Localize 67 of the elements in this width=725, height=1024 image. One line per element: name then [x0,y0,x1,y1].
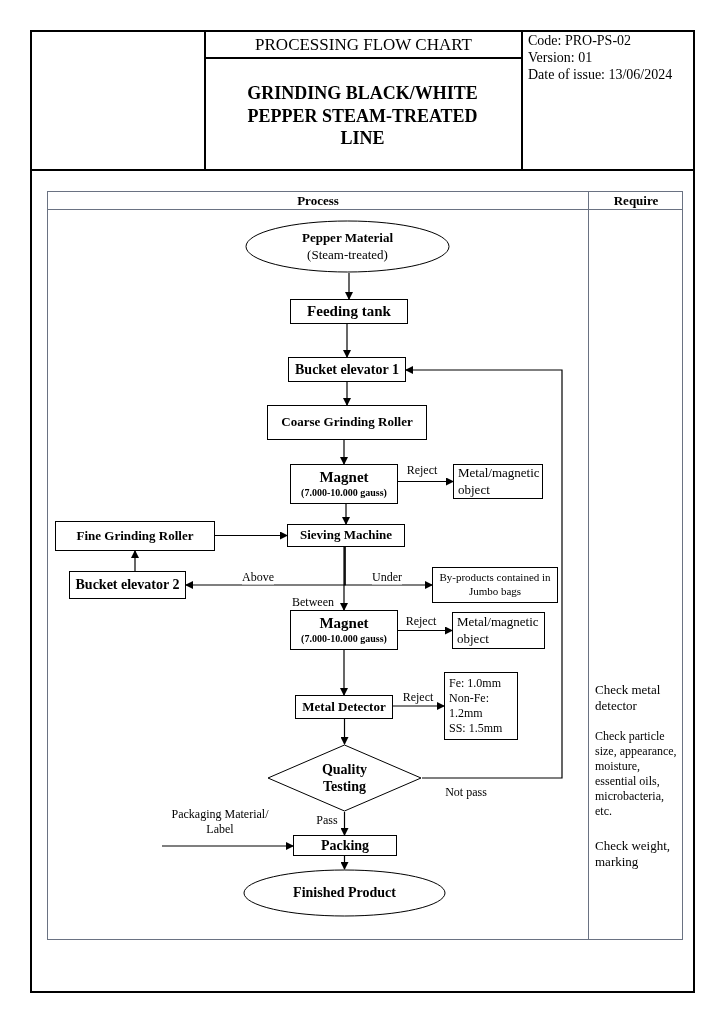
arrow [214,531,288,540]
terminal-ellipse [243,869,446,917]
edge-label: Above [242,569,274,585]
node-label: Sieving Machine [299,527,393,544]
arrow [161,842,294,850]
node-label: Non-Fe: 1.2mm [449,691,490,721]
node-subtitle: (7.000-10.000 gauss) [301,633,387,646]
node-label: Metal/magnetic object [457,614,540,647]
node-label: Pepper Material [301,230,394,247]
node-subtitle: (7.000-10.000 gauss) [301,487,387,500]
process-box [432,567,558,603]
process-box [287,524,405,547]
arrow [340,855,349,870]
process-box [69,571,186,599]
process-box [290,299,408,324]
node-label: By-products contained in Jumbo bags [438,571,552,599]
arrow [340,439,348,465]
process-box [267,405,427,440]
issue-date: Date of issue: 13/06/2024 [528,66,673,84]
arrow [342,503,350,525]
requirement-text: Check particle size, appearance, moisture, essential oils, microbacteria, etc. [595,729,678,819]
node-label: Finished Product [293,884,396,902]
process-box [290,464,398,504]
node-label: Bucket elevator 1 [295,360,399,379]
decision-diamond [267,744,422,812]
node-label: Magnet [319,468,369,488]
terminal-ellipse [245,220,450,273]
arrow [392,702,445,710]
node-label: Fine Grinding Roller [76,527,194,545]
column-header: Process [296,194,340,207]
arrow [340,649,348,696]
node-label: Fe: 1.0mm [449,676,501,691]
requirement-text: Check weight, marking [595,838,672,871]
edge-label: Under [372,569,402,585]
arrow [344,546,433,589]
arrow [345,272,353,300]
node-label: Bucket elevator 2 [75,576,180,594]
document-version: Version: 01 [528,49,593,67]
process-box [295,695,393,719]
arrow [340,718,349,745]
node-label: Metal/magnetic object [458,465,540,498]
node-label: SS: 1.5mm [449,721,503,736]
arrow [131,550,139,572]
arrow [397,626,453,635]
node-subtitle: (Steam-treated) [307,246,388,263]
process-box [55,521,215,551]
document-code: Code: PRO-PS-02 [528,32,632,50]
arrow [340,546,348,611]
document-title: GRINDING BLACK/WHITE PEPPER STEAM-TREATED LINE [246,82,479,150]
column-header: Require [612,194,660,207]
arrow [343,323,351,358]
process-box [290,610,398,650]
node-label: Coarse Grinding Roller [281,414,413,431]
arrow [343,381,351,406]
process-box [288,357,406,382]
requirement-text: Check metal detector [595,682,662,715]
node-label: Packing [320,836,370,855]
arrow [397,477,454,486]
node-label: Quality Testing [320,760,369,796]
process-box [293,835,397,856]
header-title: PROCESSING FLOW CHART [254,36,473,53]
node-label: Magnet [319,614,369,634]
process-box [444,672,518,740]
node-label: Feeding tank [307,302,391,321]
arrow [340,811,349,836]
node-label: Metal Detector [302,698,386,716]
arrow [405,366,563,779]
